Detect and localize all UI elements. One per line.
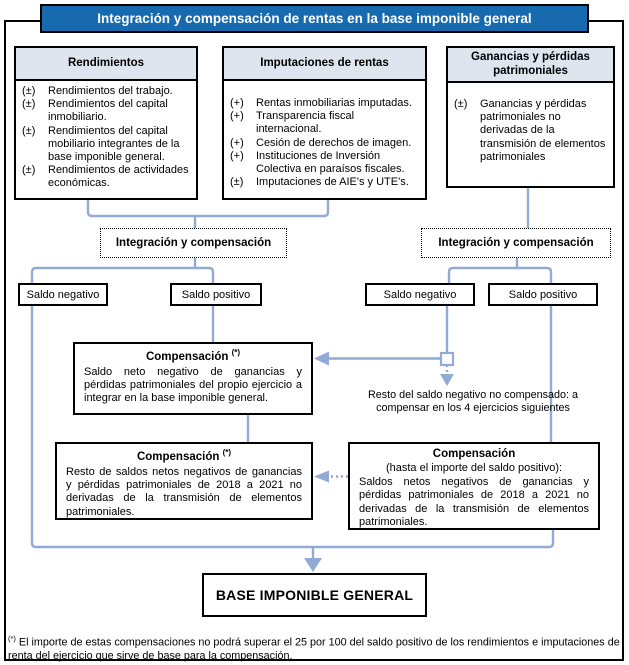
diagram-title-text: Integración y compensación de rentas en … bbox=[97, 11, 532, 26]
box-imputaciones-items: (+) Rentas inmobiliarias imputadas. (+) Tr… bbox=[224, 81, 425, 193]
item-text: Imputaciones de AIE's y UTE's. bbox=[256, 176, 409, 189]
compensation-limit-body: Saldos netos negativos de ganancias y pé… bbox=[359, 475, 589, 529]
saldo-positivo-right: Saldo positivo bbox=[488, 283, 598, 306]
connector-merge-top-left bbox=[86, 200, 330, 218]
item-sign: (±) bbox=[22, 85, 36, 97]
integration-box-left: Integración y compensación bbox=[100, 228, 287, 258]
box-imputaciones: Imputaciones de rentas (+) Rentas inmobil… bbox=[222, 46, 427, 200]
compensation-limit-subtitle: (hasta el importe del saldo positivo): bbox=[385, 461, 563, 474]
item-sign: (±) bbox=[22, 124, 36, 137]
compensation-current-body: Saldo neto negativo de ganancias y pérdi… bbox=[84, 365, 302, 405]
item-sign: (+) bbox=[230, 136, 244, 149]
footnote-text: El importe de estas compensaciones no po… bbox=[8, 636, 620, 662]
list-item: (±) Rendimientos del capital mobiliario i… bbox=[22, 125, 190, 165]
list-item: (±) Ganancias y pérdidas patrimoniales no… bbox=[454, 98, 607, 164]
remainder-note: Resto del saldo negativo no compensado: … bbox=[367, 389, 579, 415]
item-sign: (+) bbox=[230, 110, 244, 123]
junction-square bbox=[439, 351, 455, 367]
compensation-limit-box: Compensación (hasta el importe del saldo… bbox=[348, 442, 600, 530]
box-rendimientos-items: (±) Rendimientos del trabajo. (±) Rendimie… bbox=[16, 81, 196, 195]
integration-box-right: Integración y compensación bbox=[421, 228, 611, 258]
list-item: (±) Rendimientos de actividades económica… bbox=[22, 164, 190, 190]
box-ganancias-header: Ganancias y pérdidas patrimoniales bbox=[448, 48, 613, 83]
connector-bottom-rail bbox=[30, 306, 555, 549]
list-item: (+) Transparencia fiscal internacional. bbox=[230, 110, 419, 136]
list-item: (±) Imputaciones de AIE's y UTE's. bbox=[230, 176, 419, 189]
compensation-prior-body: Resto de saldos netos negativos de ganan… bbox=[66, 465, 302, 518]
connector-split-right bbox=[447, 266, 553, 283]
footnote: (*) El importe de estas compensaciones n… bbox=[8, 634, 622, 663]
compensation-limit-title: Compensación bbox=[432, 448, 516, 460]
compensation-title-text: Compensación bbox=[145, 350, 229, 363]
item-text: Rendimientos del capital inmobiliario. bbox=[48, 98, 168, 124]
box-ganancias: Ganancias y pérdidas patrimoniales (±) Ga… bbox=[446, 46, 615, 188]
list-item: (+) Rentas inmobiliarias imputadas. bbox=[230, 97, 419, 110]
item-text: Rentas inmobiliarias imputadas. bbox=[256, 97, 412, 109]
item-sign: (±) bbox=[230, 176, 244, 189]
box-ganancias-items: (±) Ganancias y pérdidas patrimoniales no… bbox=[448, 83, 613, 168]
diagram-title: Integración y compensación de rentas en … bbox=[40, 4, 589, 33]
compensation-prior-title: Compensación (*) bbox=[66, 448, 302, 465]
list-item: (+) Cesión de derechos de imagen. bbox=[230, 137, 419, 150]
arrowhead-down-resto bbox=[440, 374, 454, 386]
compensation-current-title: Compensación (*) bbox=[84, 348, 302, 365]
item-sign: (±) bbox=[454, 98, 468, 110]
list-item: (±) Rendimientos del trabajo. bbox=[22, 85, 190, 98]
item-sign: (±) bbox=[22, 164, 36, 177]
saldo-negativo-left: Saldo negativo bbox=[18, 283, 108, 306]
item-text: Ganancias y pérdidas patrimoniales no de… bbox=[480, 98, 606, 163]
footnote-marker: (*) bbox=[231, 348, 241, 357]
compensation-prior-box: Compensación (*) Resto de saldos netos n… bbox=[55, 442, 313, 520]
item-sign: (±) bbox=[22, 98, 36, 111]
item-text: Transparencia fiscal internacional. bbox=[256, 110, 355, 136]
footnote-marker: (*) bbox=[8, 634, 16, 643]
box-imputaciones-header: Imputaciones de rentas bbox=[224, 48, 425, 81]
item-sign: (+) bbox=[230, 149, 244, 162]
connector-split-left bbox=[30, 266, 215, 283]
list-item: (+) Instituciones de Inversión Colectiva … bbox=[230, 150, 419, 176]
item-text: Rendimientos del trabajo. bbox=[48, 85, 173, 97]
compensation-current-box: Compensación (*) Saldo neto negativo de … bbox=[73, 342, 313, 415]
base-imponible-general-box: BASE IMPONIBLE GENERAL bbox=[202, 573, 427, 617]
saldo-negativo-right: Saldo negativo bbox=[365, 283, 475, 306]
saldo-positivo-left: Saldo positivo bbox=[170, 283, 262, 306]
footnote-marker: (*) bbox=[222, 448, 232, 457]
arrowhead-left-comp-prior bbox=[314, 470, 329, 483]
arrowhead-down-base bbox=[304, 558, 322, 572]
item-text: Rendimientos de actividades económicas. bbox=[48, 164, 189, 190]
item-text: Rendimientos del capital mobiliario inte… bbox=[48, 124, 180, 163]
box-rendimientos-header: Rendimientos bbox=[16, 48, 196, 81]
item-text: Instituciones de Inversión Colectiva en … bbox=[256, 149, 405, 175]
list-item: (±) Rendimientos del capital inmobiliario… bbox=[22, 98, 190, 124]
compensation-title-text: Compensación bbox=[136, 450, 220, 463]
item-sign: (+) bbox=[230, 97, 244, 109]
box-rendimientos: Rendimientos (±) Rendimientos del trabajo… bbox=[14, 46, 198, 200]
arrowhead-left-comp-current bbox=[314, 351, 329, 366]
item-text: Cesión de derechos de imagen. bbox=[256, 136, 412, 149]
